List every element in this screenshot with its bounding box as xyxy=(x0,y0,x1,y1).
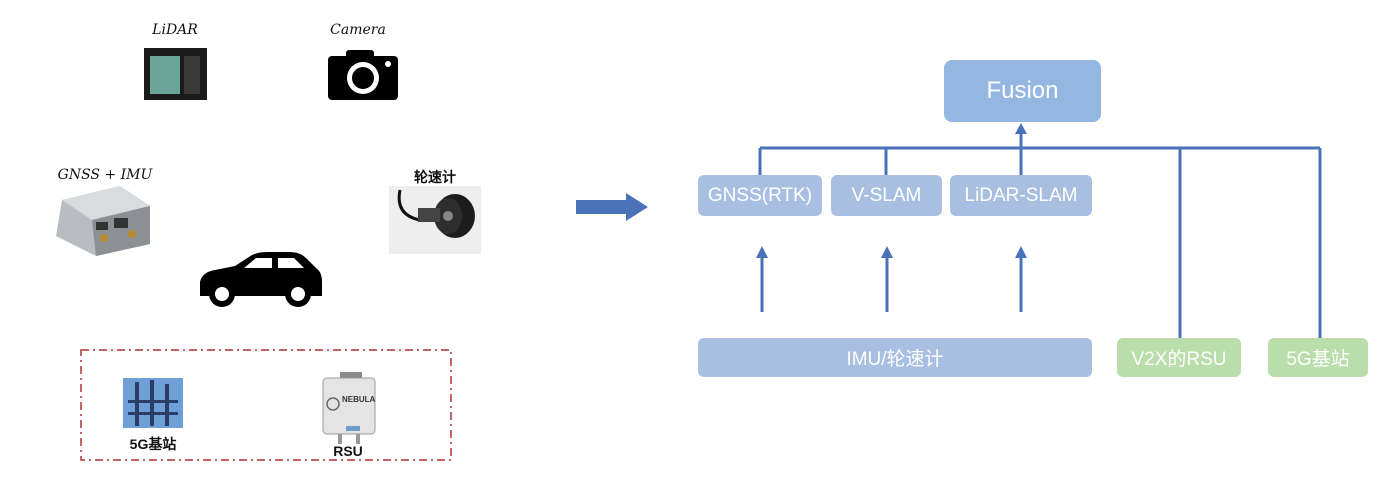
big-right-arrow xyxy=(576,193,648,221)
base-5g-box: 5G基站 xyxy=(1268,338,1368,377)
imu-wheel-box: IMU/轮速计 xyxy=(698,338,1092,377)
vslam-box: V-SLAM xyxy=(831,175,942,216)
gnss-imu-label: GNSS + IMU xyxy=(57,167,153,183)
gnss-imu-device-icon xyxy=(56,186,150,256)
camera-icon xyxy=(328,50,398,100)
v2x-rsu-box: V2X的RSU xyxy=(1117,338,1241,377)
wheel-speed-sensor-icon xyxy=(389,186,481,254)
flow-lines xyxy=(758,132,1322,340)
rsu-label: RSU xyxy=(333,443,363,459)
gnss-rtk-box: GNSS(RTK) xyxy=(698,175,822,216)
base-station-icon xyxy=(123,378,183,428)
base-station-label: 5G基站 xyxy=(129,436,177,452)
camera-label: Camera xyxy=(330,22,386,38)
rsu-device-text: NEBULA xyxy=(342,395,376,404)
wheel-speed-label: 轮速计 xyxy=(414,169,456,185)
rsu-device-icon: NEBULA xyxy=(322,372,376,444)
infrastructure-group-border xyxy=(80,349,452,461)
lidar-label: LiDAR xyxy=(152,22,198,38)
lidar-slam-box: LiDAR-SLAM xyxy=(950,175,1092,216)
lidar-icon xyxy=(144,48,207,100)
car-icon xyxy=(200,252,322,307)
arrow-heads xyxy=(756,123,1027,258)
fusion-box: Fusion xyxy=(944,60,1101,122)
